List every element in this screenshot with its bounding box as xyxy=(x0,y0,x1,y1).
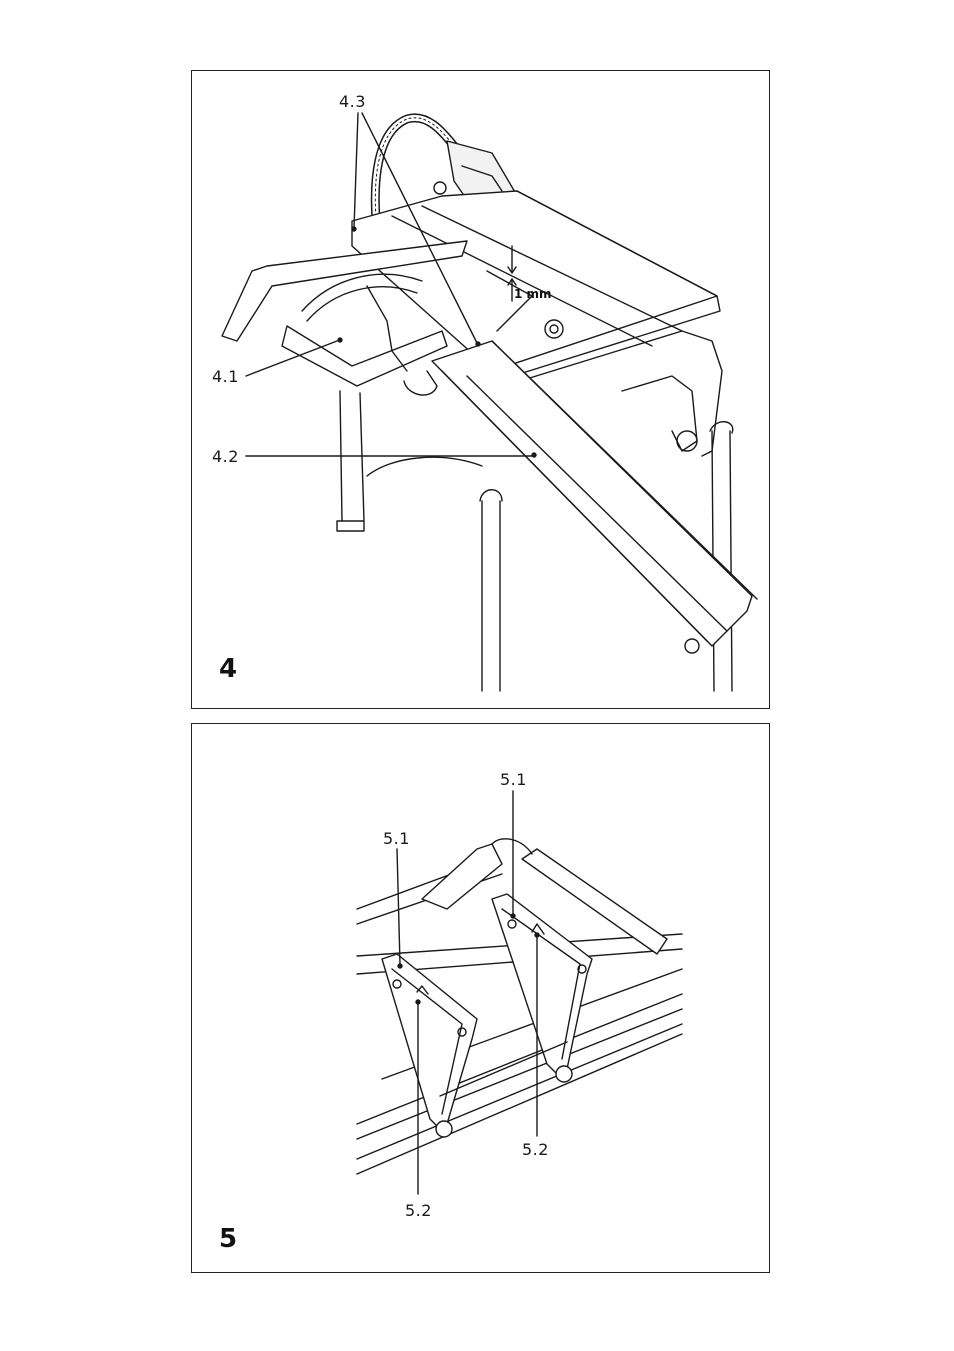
callout-4-3: 4.3 xyxy=(339,92,366,111)
callout-5-1-left: 5.1 xyxy=(383,829,410,848)
callout-4-1: 4.1 xyxy=(212,367,239,386)
figure-4-number: 4 xyxy=(219,654,237,684)
long-rail xyxy=(432,341,752,646)
bracket-right xyxy=(492,894,592,1074)
table-legs xyxy=(337,391,364,531)
callout-5-2-right: 5.2 xyxy=(522,1140,549,1159)
figure-5-drawing xyxy=(192,724,771,1274)
figure-4-drawing xyxy=(192,71,771,710)
figure-4-panel: 4.3 4.1 4.2 1 mm 4 xyxy=(191,70,770,709)
figure-5-number: 5 xyxy=(219,1224,237,1254)
callout-5-1-right: 5.1 xyxy=(500,770,527,789)
dimension-label: 1 mm xyxy=(514,287,552,301)
fence-profile xyxy=(422,844,502,909)
figure-5-panel: 5.1 5.1 5.2 5.2 5 xyxy=(191,723,770,1273)
callout-5-2-left: 5.2 xyxy=(405,1201,432,1220)
callout-4-2: 4.2 xyxy=(212,447,239,466)
